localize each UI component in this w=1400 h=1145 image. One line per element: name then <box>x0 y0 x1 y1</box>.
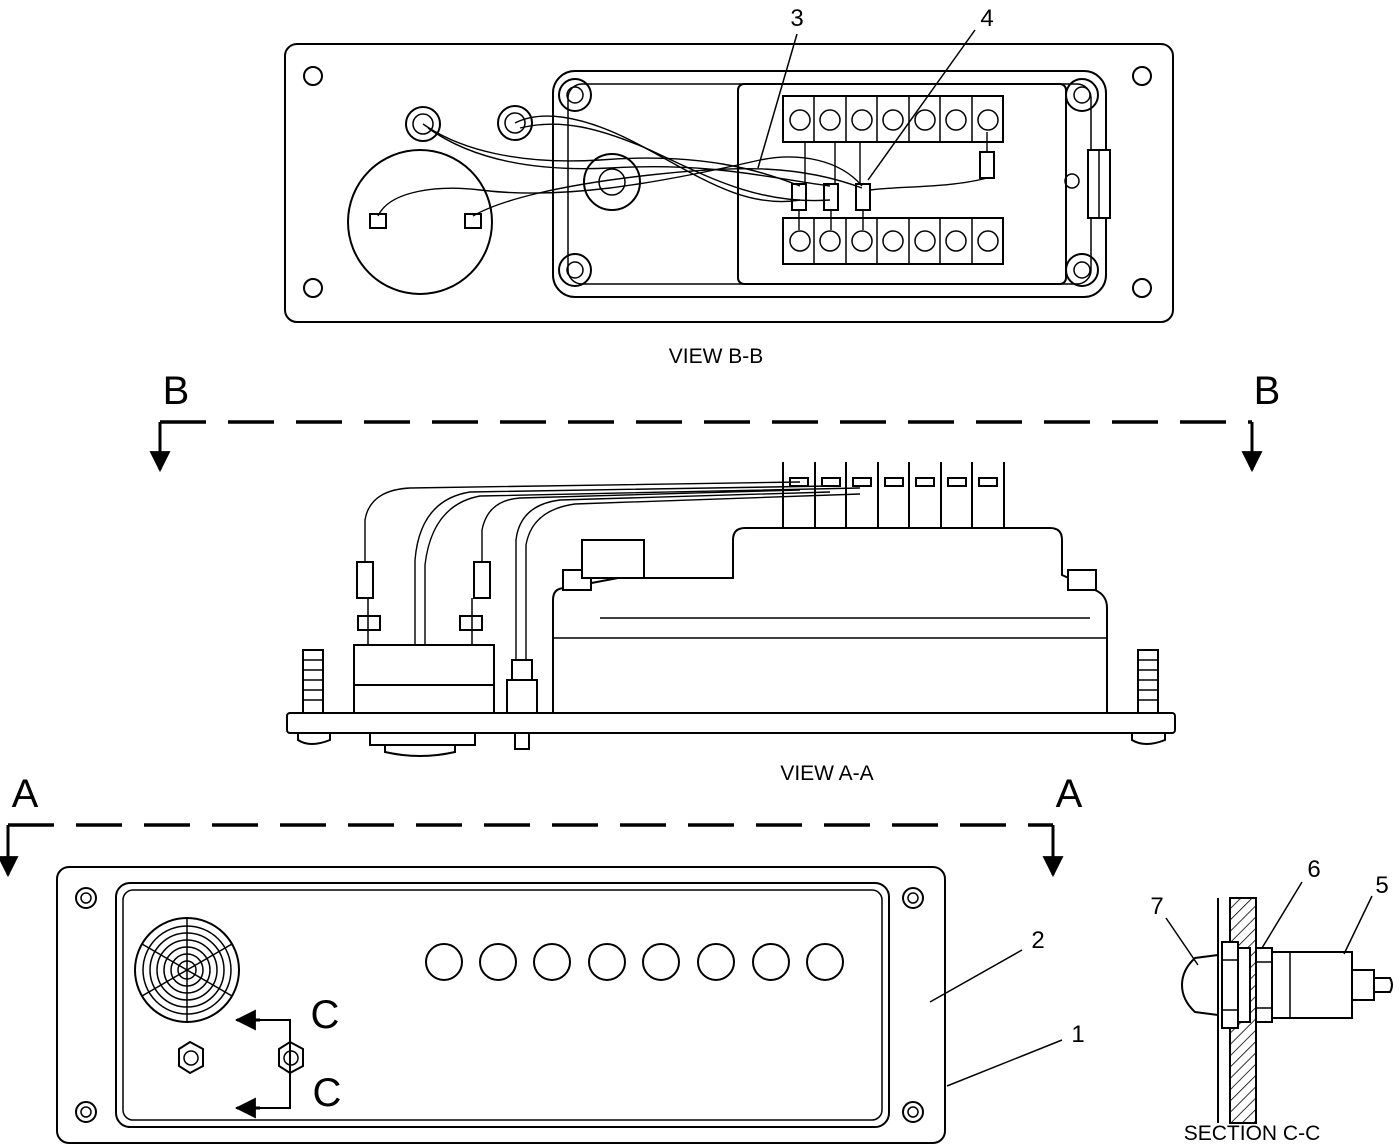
callout-2: 2 <box>1031 927 1044 954</box>
buzzer-grille <box>134 917 240 1023</box>
view-aa-wires <box>364 481 861 660</box>
view-bb-wires <box>377 115 988 230</box>
section-mark-b-right: B <box>1254 369 1281 413</box>
section-cc-drawing <box>1165 881 1393 1124</box>
view-bb-caption: VIEW B-B <box>669 345 764 368</box>
callout-1: 1 <box>1071 1021 1084 1048</box>
section-mark-a-left: A <box>12 772 39 816</box>
callout-4: 4 <box>980 5 993 32</box>
section-mark-c-bottom: C <box>313 1071 342 1115</box>
section-cc-caption: SECTION C-C <box>1184 1122 1321 1145</box>
callout-5: 5 <box>1375 872 1388 899</box>
callout-3: 3 <box>790 5 803 32</box>
section-mark-b-left: B <box>163 369 190 413</box>
view-bb-drawing: 3 4 <box>284 5 1174 323</box>
section-line-bb: B B <box>149 369 1281 473</box>
callout-7: 7 <box>1150 893 1163 920</box>
section-mark-a-right: A <box>1056 772 1083 816</box>
housing-bolts <box>558 78 1099 287</box>
front-panel-drawing <box>56 866 1063 1144</box>
bottom-terminal-strip <box>782 217 1004 265</box>
top-terminal-strip <box>782 95 1004 143</box>
section-mark-c-top: C <box>311 993 340 1037</box>
view-aa-drawing <box>286 462 1176 757</box>
section-line-aa: A A <box>0 772 1083 878</box>
aa-terminal-posts <box>782 462 1005 528</box>
indicator-lamps <box>425 943 844 981</box>
view-aa-caption: VIEW A-A <box>780 762 873 785</box>
callout-6: 6 <box>1307 856 1320 883</box>
